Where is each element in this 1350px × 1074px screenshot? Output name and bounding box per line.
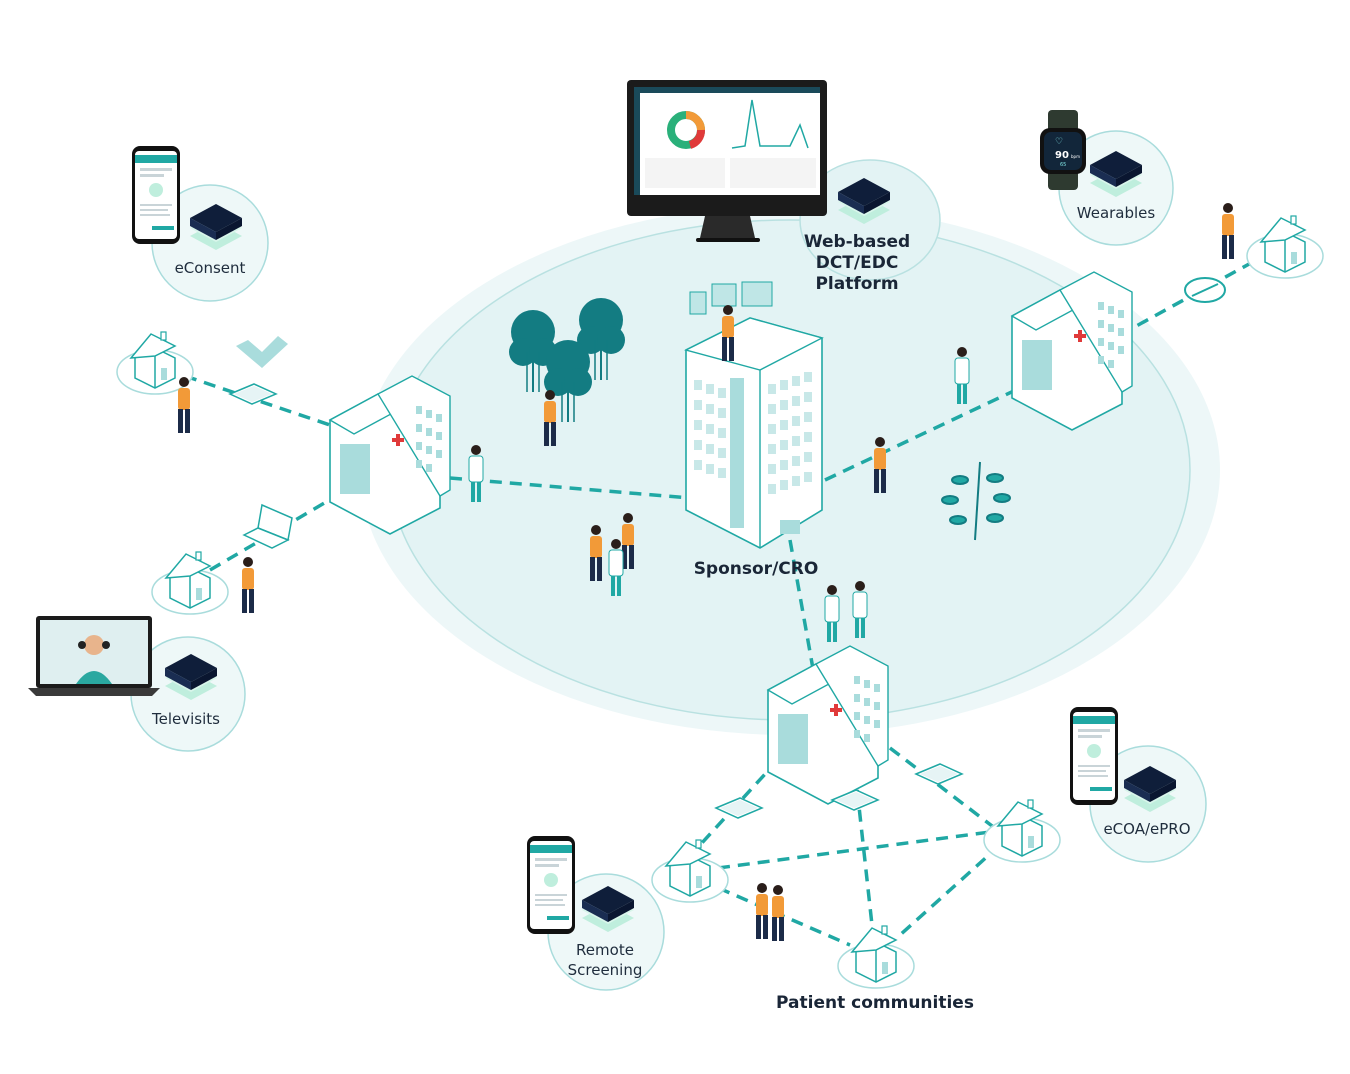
platform-label-line2: DCT/EDC bbox=[815, 253, 899, 273]
platform-label-line3: Platform bbox=[815, 274, 899, 294]
house-icon bbox=[983, 799, 1061, 863]
tablet-icon bbox=[229, 383, 277, 405]
house-icon bbox=[837, 925, 915, 989]
platform-label-line1: Web-based bbox=[803, 232, 911, 252]
econsent-bubble bbox=[132, 146, 269, 302]
plant-icon bbox=[941, 461, 1011, 541]
holo-screens bbox=[689, 281, 773, 315]
svg-text:♡: ♡ bbox=[1055, 137, 1063, 147]
tablet-icon bbox=[915, 763, 963, 785]
televisits-label: Televisits bbox=[152, 710, 220, 728]
econsent-label: eConsent bbox=[174, 259, 246, 277]
ecoa-bubble bbox=[1070, 707, 1207, 863]
person-icon bbox=[772, 885, 784, 941]
phone-icon bbox=[132, 146, 180, 244]
check-icon bbox=[236, 336, 288, 368]
person-icon bbox=[1222, 203, 1234, 259]
laptop-video-icon bbox=[28, 616, 160, 696]
secondary-value: 65 bbox=[1060, 162, 1066, 168]
laptop-icon bbox=[242, 503, 293, 549]
tower-windows bbox=[694, 372, 812, 494]
smartwatch-icon: ♡ 90 bpm 65 bbox=[1040, 110, 1086, 190]
house-icon bbox=[651, 839, 729, 903]
house-icon bbox=[151, 551, 229, 615]
patient-communities-label: Patient communities bbox=[776, 993, 974, 1013]
heart-rate-unit: bpm bbox=[1071, 154, 1080, 159]
heart-rate-value: 90 bbox=[1055, 150, 1069, 161]
sponsor-cro-building bbox=[684, 317, 824, 549]
platform-label: Web-based DCT/EDC Platform bbox=[780, 232, 934, 295]
remote-screening-line1: Remote bbox=[576, 941, 634, 959]
wearables-label: Wearables bbox=[1076, 204, 1156, 222]
wearables-bubble: ♡ 90 bpm 65 bbox=[1040, 110, 1174, 246]
house-icon bbox=[1246, 215, 1324, 279]
remote-screening-bubble bbox=[527, 836, 665, 991]
remote-screening-line2: Screening bbox=[567, 961, 643, 979]
person-icon bbox=[242, 557, 254, 613]
hospital-icon bbox=[329, 375, 451, 535]
ecoa-label: eCOA/ePRO bbox=[1103, 820, 1191, 838]
remote-screening-label: Remote Screening bbox=[555, 940, 655, 980]
tablet-icon bbox=[715, 797, 763, 819]
phone-icon bbox=[1070, 707, 1118, 805]
televisits-bubble bbox=[28, 616, 246, 752]
phone-icon bbox=[527, 836, 575, 934]
monitor-icon bbox=[627, 80, 827, 242]
lens-icon bbox=[1184, 277, 1226, 303]
person-icon bbox=[756, 883, 768, 939]
sponsor-cro-label: Sponsor/CRO bbox=[693, 559, 819, 579]
